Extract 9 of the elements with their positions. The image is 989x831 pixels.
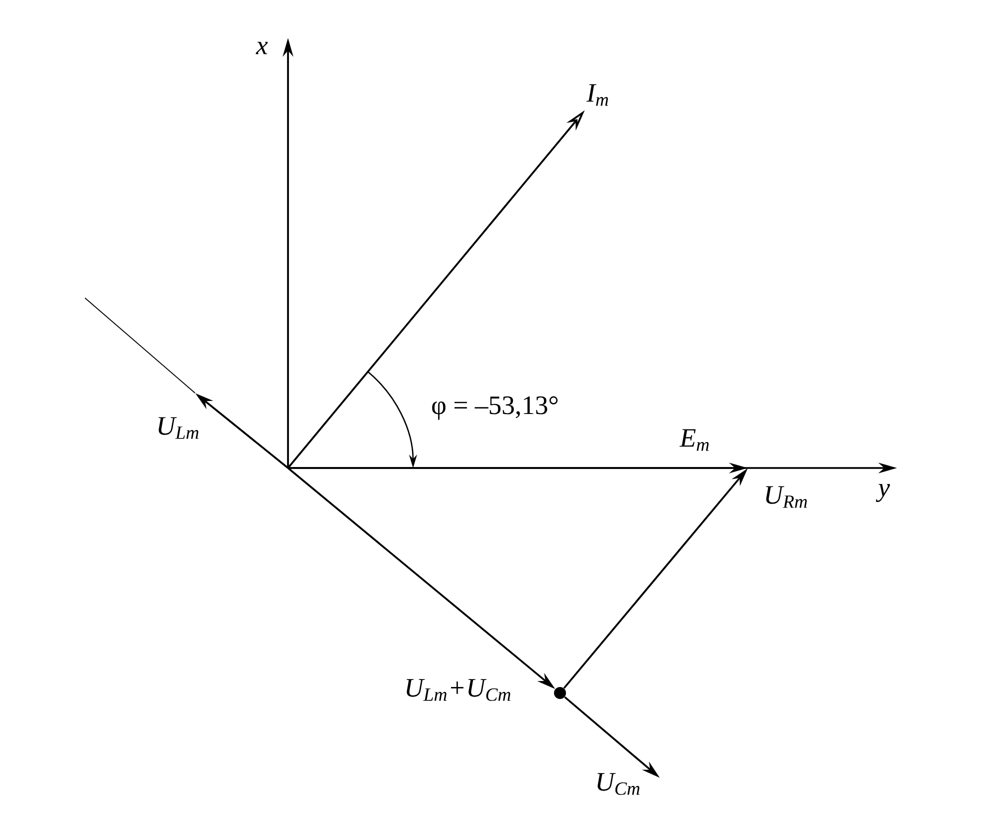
phasor-label: I$_{m}$ xyxy=(586,84,608,106)
phasor-label: U$_{Cm}$ xyxy=(598,773,640,795)
angle-label: φ = –53,13° xyxy=(432,396,558,420)
axis-label: x xyxy=(256,42,268,54)
axis-label: y xyxy=(876,484,890,502)
phasor-label: U$_{Lm}$ xyxy=(158,417,198,439)
edge-label: U$_{Rm}$ xyxy=(766,486,807,508)
phasor-label: E$_{m}$ xyxy=(679,429,709,451)
phasor-label: U$_{Lm}$+U$_{Cm}$ xyxy=(406,679,566,701)
